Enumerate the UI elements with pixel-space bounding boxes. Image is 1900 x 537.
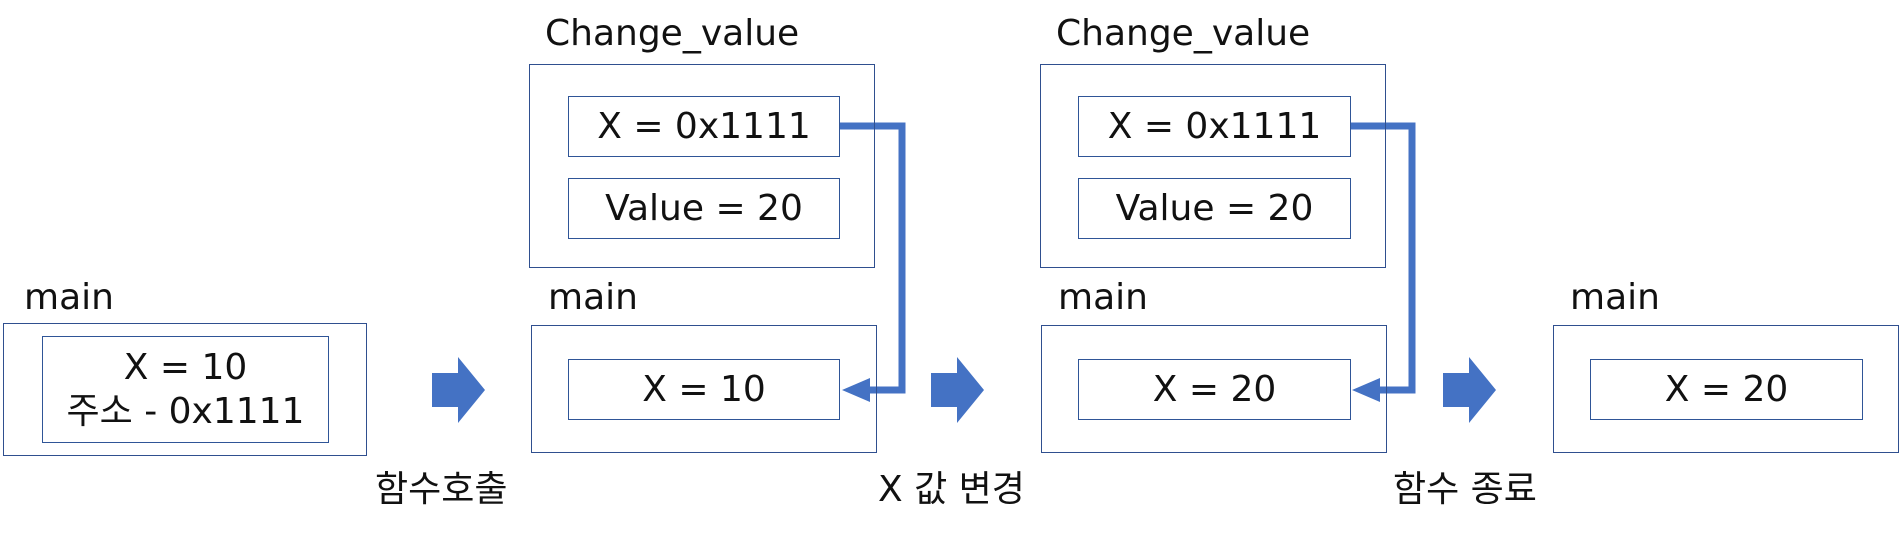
- pointer-connector: [1351, 122, 1416, 394]
- stage3-main-cell: X = 20: [1078, 359, 1351, 420]
- stage4-main-frame: [1553, 325, 1899, 453]
- stage3-func-frame: [1040, 64, 1386, 268]
- pointer-connector: [840, 122, 906, 394]
- stage2-func-cell-pointer: X = 0x1111: [568, 96, 840, 157]
- stage3-func-cell-pointer: X = 0x1111: [1078, 96, 1351, 157]
- pointer-arrowhead-icon: [842, 378, 870, 402]
- stage2-func-title: Change_value: [545, 13, 800, 54]
- stage3-main-title: main: [1058, 277, 1148, 318]
- stage1-main-cell: X = 10 주소 - 0x1111: [42, 336, 329, 443]
- caption-function-end: 함수 종료: [1393, 469, 1537, 510]
- stage2-func-frame: [529, 64, 875, 268]
- right-block-arrow-icon: [432, 357, 485, 423]
- stage4-main-line-1: X = 20: [1664, 368, 1789, 410]
- right-block-arrow-icon: [931, 357, 984, 423]
- right-block-arrow-icon: [1443, 357, 1496, 423]
- stage4-main-title: main: [1570, 277, 1660, 318]
- stage1-main-frame: [3, 323, 367, 456]
- stage2-main-cell: X = 10: [568, 359, 840, 420]
- stage3-func-cell-value: Value = 20: [1078, 178, 1351, 239]
- stage4-main-cell: X = 20: [1590, 359, 1863, 420]
- stage2-func-cell-value: Value = 20: [568, 178, 840, 239]
- stage1-main-line-1: X = 10: [123, 346, 248, 388]
- stage3-func-title: Change_value: [1056, 13, 1311, 54]
- caption-function-call: 함수호출: [375, 469, 508, 510]
- caption-x-value-change: X 값 변경: [878, 469, 1025, 510]
- stage2-main-line-1: X = 10: [642, 368, 766, 410]
- stage1-main-line-2: 주소 - 0x1111: [66, 390, 305, 432]
- stage2-main-title: main: [548, 277, 638, 318]
- stage2-main-frame: [531, 325, 877, 453]
- stage3-main-line-1: X = 20: [1152, 368, 1277, 410]
- stage1-main-title: main: [24, 277, 114, 318]
- stage3-main-frame: [1041, 325, 1387, 453]
- pointer-arrowhead-icon: [1352, 378, 1380, 402]
